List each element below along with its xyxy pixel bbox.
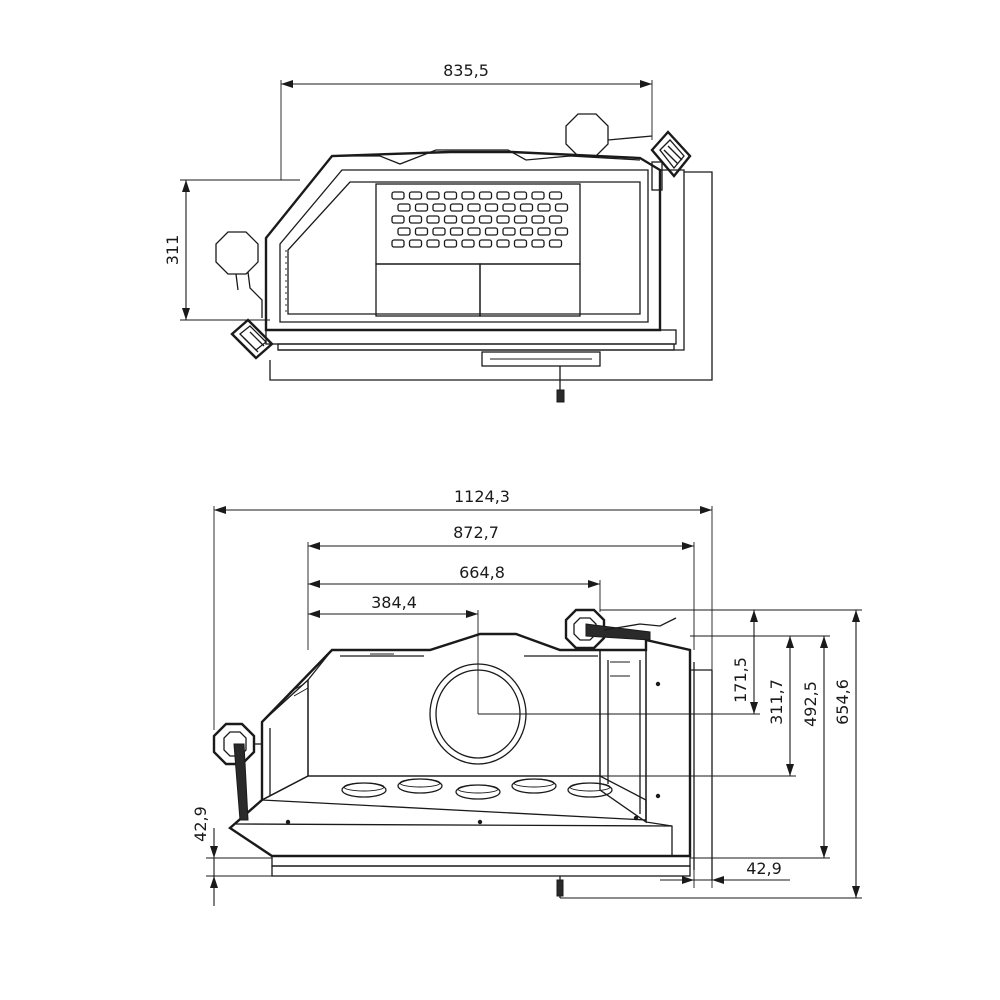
grille-slot	[397, 227, 411, 236]
grille-slot	[519, 203, 534, 212]
dim-label-width-inner: 664,8	[459, 563, 505, 582]
grille-slot	[502, 227, 516, 236]
front-octagon-left	[212, 722, 262, 821]
top-view: 835,5 311	[163, 61, 713, 403]
grille-slot	[537, 203, 551, 212]
grille-slot	[496, 191, 510, 200]
dim-label-width-total: 1124,3	[454, 487, 510, 506]
grille-slot	[432, 203, 446, 212]
front-top-details	[289, 653, 394, 697]
grille-slot	[391, 191, 405, 200]
grille-slot	[461, 215, 475, 224]
top-octagon-right	[565, 113, 653, 157]
grille-slot	[461, 239, 475, 248]
grille-slot	[484, 227, 499, 236]
dim-label-top-width: 835,5	[443, 61, 489, 80]
grille-slot	[432, 227, 446, 236]
grille-slot	[449, 227, 464, 236]
grille-slot	[391, 215, 405, 224]
front-air-holes	[341, 778, 613, 800]
dim-top-width: 835,5	[280, 61, 653, 180]
grille-slot	[467, 227, 481, 236]
top-octagon-left	[215, 231, 263, 318]
dim-label-width-mid: 872,7	[453, 523, 499, 542]
grille-slot	[548, 239, 563, 248]
dim-front-widths: 1124,3 872,7 664,8 384,4	[213, 487, 713, 880]
top-hinge-right	[650, 130, 692, 191]
grille-slot	[531, 239, 545, 248]
grille-slot	[537, 227, 551, 236]
grille-slot	[414, 203, 429, 212]
grille-slot	[554, 227, 569, 236]
grille-slot	[531, 191, 545, 200]
dim-label-height-opening: 311,7	[767, 679, 786, 725]
grille-slot	[408, 239, 423, 248]
top-grille	[391, 191, 569, 248]
grille-slot	[443, 191, 458, 200]
grille-slot	[478, 191, 493, 200]
grille-slot	[443, 215, 458, 224]
grille-slot	[548, 215, 563, 224]
grille-slot	[426, 239, 440, 248]
grille-slot	[467, 203, 481, 212]
grille-slot	[426, 215, 440, 224]
front-view: 1124,3 872,7 664,8 384,4	[191, 487, 862, 906]
front-flue-outlet	[429, 663, 527, 765]
front-body	[228, 632, 713, 898]
grille-slot	[478, 239, 493, 248]
dim-front-base: 42,9 42,9	[191, 806, 790, 906]
grille-slot	[513, 191, 528, 200]
grille-slot	[408, 215, 423, 224]
grille-slot	[449, 203, 464, 212]
grille-slot	[478, 215, 493, 224]
top-body	[264, 149, 713, 403]
dim-label-height-total: 654,6	[833, 679, 852, 725]
grille-slot	[513, 215, 528, 224]
grille-slot	[496, 239, 510, 248]
dim-label-base-left: 42,9	[191, 806, 210, 842]
dim-label-height-body: 492,5	[801, 681, 820, 727]
dim-label-height-flue: 171,5	[731, 657, 750, 703]
dim-front-heights: 171,5 311,7 492,5 654,6	[478, 609, 862, 899]
grille-slot	[531, 215, 545, 224]
dim-top-depth: 311	[163, 179, 300, 321]
grille-slot	[502, 203, 516, 212]
grille-slot	[408, 191, 423, 200]
front-octagon-right	[564, 608, 677, 650]
grille-slot	[519, 227, 534, 236]
grille-slot	[391, 239, 405, 248]
dim-label-flue-offset: 384,4	[371, 593, 417, 612]
grille-slot	[397, 203, 411, 212]
grille-slot	[443, 239, 458, 248]
top-hinge-left	[230, 318, 274, 360]
dim-label-top-depth: 311	[163, 235, 182, 266]
grille-slot	[426, 191, 440, 200]
grille-slot	[484, 203, 499, 212]
grille-slot	[513, 239, 528, 248]
grille-slot	[496, 215, 510, 224]
grille-slot	[414, 227, 429, 236]
grille-slot	[554, 203, 569, 212]
dim-label-base-right: 42,9	[746, 859, 782, 878]
grille-slot	[461, 191, 475, 200]
grille-slot	[548, 191, 563, 200]
